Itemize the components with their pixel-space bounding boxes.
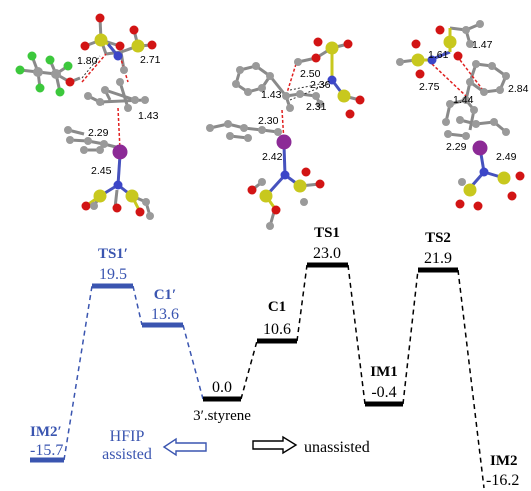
level-name-ts1-prime: TS1′ bbox=[98, 246, 128, 262]
right-arrow-icon bbox=[252, 435, 298, 455]
distance-label: 2.29 bbox=[88, 127, 109, 139]
legend-unassisted: unassisted bbox=[304, 439, 370, 456]
distance-label: 2.31 bbox=[306, 101, 327, 113]
distance-label: 1.61 bbox=[428, 49, 449, 61]
distance-label: 1.80 bbox=[77, 55, 98, 67]
legend: HFIP assisted unassisted bbox=[102, 428, 370, 463]
left-arrow-icon bbox=[162, 437, 207, 457]
structure-ts1: 2.50 2.36 1.43 2.31 2.30 2.42 bbox=[206, 37, 365, 230]
level-energy-c1: 10.6 bbox=[263, 321, 291, 338]
distance-label: 2.49 bbox=[496, 151, 517, 163]
assisted-path-connectors bbox=[63, 285, 204, 461]
distance-label: 1.44 bbox=[453, 94, 474, 106]
distance-label: 2.29 bbox=[446, 141, 467, 153]
level-name-ts2: TS2 bbox=[425, 230, 451, 246]
distance-label: 2.36 bbox=[310, 79, 331, 91]
distance-label: 1.47 bbox=[472, 39, 493, 51]
level-energy-ts1: 23.0 bbox=[313, 245, 341, 262]
level-energy-im2: -16.2 bbox=[486, 472, 519, 489]
distance-label: 2.30 bbox=[258, 115, 279, 127]
level-energy-im2-prime: -15.7 bbox=[30, 442, 63, 459]
distance-label: 2.42 bbox=[262, 151, 283, 163]
level-energy-reactant: 0.0 bbox=[212, 379, 232, 396]
distance-label: 2.50 bbox=[300, 68, 321, 80]
structure-ts2: 1.61 1.47 2.75 2.84 1.44 2.29 2.49 bbox=[396, 20, 529, 211]
level-energy-c1-prime: 13.6 bbox=[151, 306, 179, 323]
distance-label: 1.43 bbox=[261, 89, 282, 101]
level-name-c1-prime: C1′ bbox=[154, 287, 177, 303]
energy-levels bbox=[30, 262, 458, 463]
level-name-c1: C1 bbox=[268, 299, 286, 315]
level-name-im2: IM2 bbox=[490, 453, 518, 469]
level-labels: TS1′ 19.5 C1′ 13.6 IM2′ -15.7 0.0 3′.sty… bbox=[30, 225, 519, 489]
distance-label: 2.71 bbox=[140, 54, 161, 66]
distance-label: 1.43 bbox=[138, 110, 159, 122]
structure-ts1-prime: 1.80 2.71 1.43 2.29 2.45 bbox=[15, 13, 161, 220]
legend-assisted-line2: assisted bbox=[102, 446, 152, 463]
level-name-im1: IM1 bbox=[370, 364, 398, 380]
level-energy-im1: -0.4 bbox=[371, 384, 396, 401]
distance-label: 2.45 bbox=[91, 165, 112, 177]
distance-label: 2.84 bbox=[508, 83, 529, 95]
level-name-ts1: TS1 bbox=[314, 225, 340, 241]
level-name-im2-prime: IM2′ bbox=[30, 424, 62, 440]
level-energy-ts1-prime: 19.5 bbox=[99, 266, 127, 283]
unassisted-path-connectors bbox=[240, 264, 485, 489]
level-name-reactant: 3′.styrene bbox=[193, 408, 251, 424]
distance-label: 2.75 bbox=[419, 81, 440, 93]
level-energy-ts2: 21.9 bbox=[424, 250, 452, 267]
legend-assisted-line1: HFIP bbox=[110, 428, 145, 445]
